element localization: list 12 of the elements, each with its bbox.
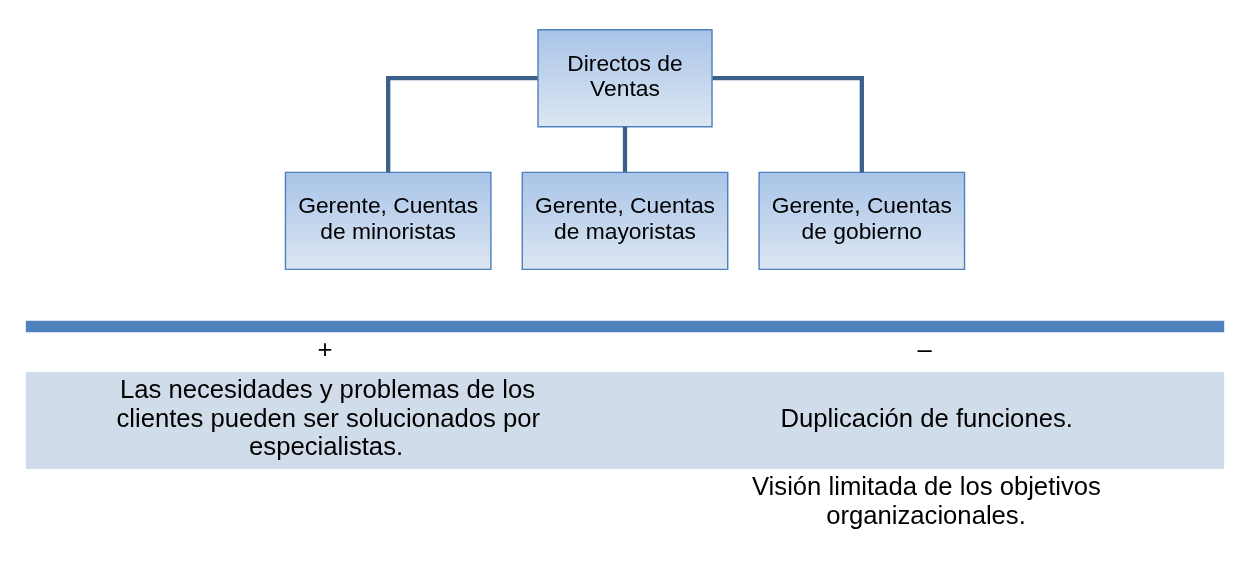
label: + bbox=[317, 335, 333, 364]
connector bbox=[712, 76, 864, 173]
connector bbox=[386, 76, 538, 173]
label: Visión limitada de los objetivos organizacionales. bbox=[751, 472, 1101, 529]
label: Las necesidades y problemas de los clientes pueden ser solucionados por especialistas. bbox=[116, 375, 541, 461]
connector bbox=[622, 126, 628, 172]
node-box: Gerente, Cuentas de minoristas bbox=[284, 171, 492, 271]
node-box: Gerente, Cuentas de gobierno bbox=[758, 171, 966, 271]
node-box: Gerente, Cuentas de mayoristas bbox=[521, 171, 729, 271]
label: – bbox=[917, 335, 932, 364]
node-box: Directos de Ventas bbox=[537, 29, 713, 128]
label: Duplicación de funciones. bbox=[780, 403, 1073, 432]
